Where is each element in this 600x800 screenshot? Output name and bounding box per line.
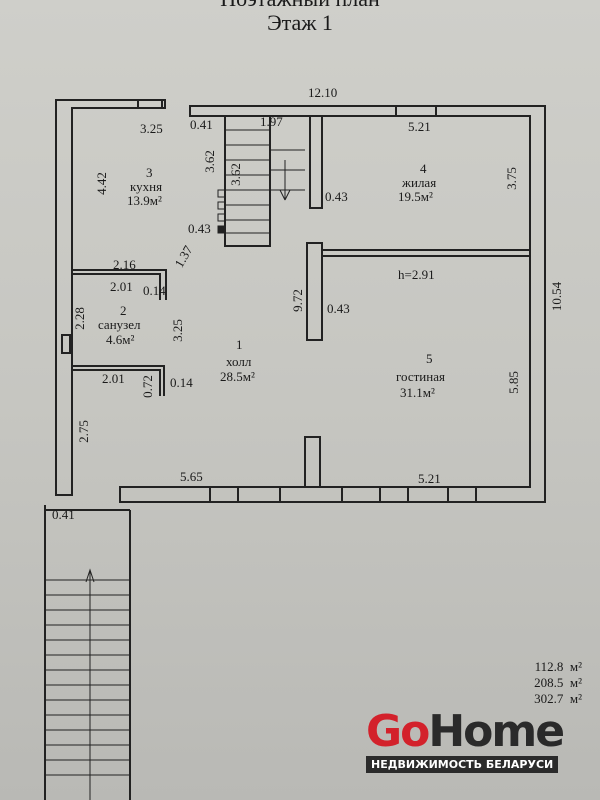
staircase xyxy=(224,115,271,247)
wall xyxy=(309,115,323,209)
room-area: 28.5м² xyxy=(220,369,255,384)
window xyxy=(379,486,409,503)
dimension-label: 0.43 xyxy=(188,221,211,236)
logo-tagline: НЕДВИЖИМОСТЬ БЕЛАРУСИ xyxy=(366,756,559,773)
wall xyxy=(306,242,323,341)
area-unit: м² xyxy=(569,691,582,706)
dimension-label: 5.65 xyxy=(180,469,203,484)
wall xyxy=(304,436,321,488)
dimension-label: 12.10 xyxy=(308,85,338,100)
dimension-label: 2.01 xyxy=(102,371,125,386)
dimension-label: 9.72 xyxy=(289,289,305,312)
room-area: 31.1м² xyxy=(400,385,435,400)
dimension-label: 3.25 xyxy=(140,121,163,136)
room-number: 4 xyxy=(420,161,427,176)
staircase-steps xyxy=(217,129,305,234)
dimension-label: 3.25 xyxy=(169,319,185,342)
bathroom-wall xyxy=(72,269,167,300)
room-area: 19.5м² xyxy=(398,189,433,204)
dimension-label: 4.42 xyxy=(93,172,109,195)
outer-wall xyxy=(55,99,166,496)
dimension-label: 10.54 xyxy=(549,281,565,312)
window xyxy=(395,105,437,117)
room-area: 4.6м² xyxy=(106,332,135,347)
room-name: гостиная xyxy=(396,369,445,384)
gohome-logo: GoHome НЕДВИЖИМОСТЬ БЕЛАРУСИ xyxy=(366,710,565,773)
room-name: холл xyxy=(226,354,252,369)
dimension-label: 0.41 xyxy=(190,117,213,132)
bathroom-wall xyxy=(72,365,165,396)
dimension-label: 2.01 xyxy=(110,279,133,294)
outer-wall xyxy=(119,105,546,503)
room-number: 1 xyxy=(236,337,243,352)
room-name: санузел xyxy=(98,317,141,332)
plan-subtitle: Поэтажный план xyxy=(0,0,600,10)
logo-home: Home xyxy=(428,706,565,757)
window xyxy=(279,486,343,503)
room-number: 2 xyxy=(120,303,127,318)
room-name: кухня xyxy=(130,179,163,194)
dimension-label: 3.62 xyxy=(227,163,243,186)
ceiling-height: h=2.91 xyxy=(398,267,435,282)
dimension-label: 0.43 xyxy=(325,189,348,204)
dimension-label: 5.85 xyxy=(505,371,521,394)
total-area-row: 112.8 м² xyxy=(535,660,582,673)
window xyxy=(209,486,239,503)
dimension-label: 2.28 xyxy=(71,307,87,330)
area-value: 112.8 xyxy=(534,659,564,674)
dimension-label: 3.62 xyxy=(201,150,217,173)
dimension-label: 5.21 xyxy=(408,119,431,134)
area-value: 302.7 xyxy=(534,691,564,706)
dimension-label: 3.75 xyxy=(503,167,519,190)
porch-stairs xyxy=(44,505,131,800)
dimension-label: 1.97 xyxy=(260,114,283,129)
floor-title: Этаж 1 xyxy=(267,10,333,35)
dimension-label: 0.72 xyxy=(139,375,155,398)
room-name: жилая xyxy=(402,175,437,190)
room-number: 5 xyxy=(426,351,433,366)
area-unit: м² xyxy=(569,659,582,674)
area-value: 208.5 xyxy=(534,675,564,690)
dimension-label: 2.16 xyxy=(113,257,136,272)
dimension-label: 0.14 xyxy=(170,375,193,390)
dimension-label: 0.41 xyxy=(52,507,75,522)
dimension-label: 0.14 xyxy=(143,283,166,298)
total-area-row: 302.7 м² xyxy=(534,692,582,705)
window xyxy=(447,486,477,503)
room-area: 13.9м² xyxy=(127,193,162,208)
total-area-row: 208.5 м² xyxy=(534,676,582,689)
dimension-label: 0.43 xyxy=(327,301,350,316)
dimension-label: 2.75 xyxy=(75,420,91,443)
area-unit: м² xyxy=(569,675,582,690)
window xyxy=(137,99,163,109)
room-number: 3 xyxy=(146,165,153,180)
window xyxy=(61,334,71,354)
dimension-label: 5.21 xyxy=(418,471,441,486)
logo-go: Go xyxy=(366,706,430,757)
porch-steps xyxy=(45,568,130,800)
